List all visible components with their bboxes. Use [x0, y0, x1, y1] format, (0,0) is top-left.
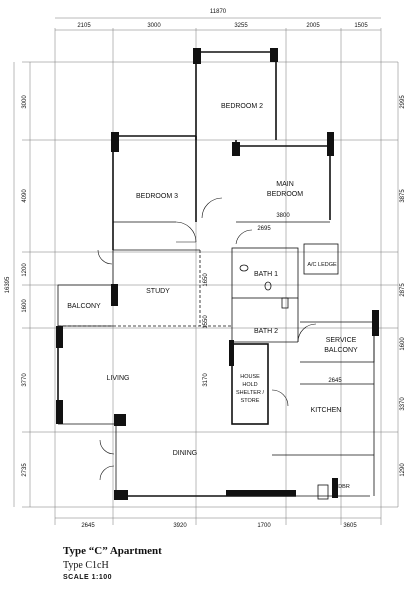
- room-household-line3: SHELTER /: [236, 390, 264, 396]
- dim-inner-1650: 1650: [203, 273, 209, 287]
- walls: [57, 51, 375, 497]
- room-household-line1: HOUSE: [240, 374, 260, 380]
- columns: [56, 48, 379, 500]
- dim-inner-3170: 3170: [203, 373, 209, 387]
- dim-left-4: 1600: [22, 299, 28, 313]
- dim-left-2: 4090: [22, 189, 28, 203]
- doors: [97, 197, 317, 481]
- apartment-type-title: Type “C” Apartment: [63, 545, 162, 557]
- room-main-bedroom-line1: MAIN: [276, 181, 294, 188]
- room-bedroom-2: BEDROOM 2: [221, 103, 263, 110]
- dim-bottom-1: 2645: [81, 523, 95, 529]
- apartment-type-code: Type C1cH: [63, 560, 109, 571]
- room-main-bedroom-line2: BEDROOM: [267, 191, 303, 198]
- dim-right-5: 3370: [400, 397, 406, 411]
- room-dbr: DBR: [338, 484, 350, 490]
- dim-inner-1550: 1550: [203, 315, 209, 329]
- grid-lines: [13, 17, 399, 525]
- dim-inner-2695: 2695: [257, 226, 271, 232]
- room-bath-2: BATH 2: [254, 328, 278, 335]
- dim-inner-3800: 3800: [276, 213, 290, 219]
- room-dining: DINING: [173, 450, 198, 457]
- room-study: STUDY: [146, 288, 170, 295]
- dim-left-6: 2735: [22, 463, 28, 477]
- dim-top-4: 2005: [306, 23, 320, 29]
- fixtures: [239, 264, 329, 500]
- dim-overall-height: 16395: [5, 276, 11, 293]
- room-living: LIVING: [107, 375, 130, 382]
- room-kitchen: KITCHEN: [311, 407, 342, 414]
- dim-left-5: 3770: [22, 373, 28, 387]
- drawing-scale: SCALE 1:100: [63, 574, 113, 581]
- room-balcony: BALCONY: [67, 303, 101, 310]
- dim-bottom-2: 3920: [173, 523, 187, 529]
- room-household-line2: HOLD: [242, 382, 257, 388]
- dim-inner-2645: 2645: [328, 378, 342, 384]
- dim-left-3: 1200: [22, 263, 28, 277]
- room-bedroom-3: BEDROOM 3: [136, 193, 178, 200]
- dim-top-1: 2105: [77, 23, 91, 29]
- room-aircon-ledge: A/C LEDGE: [307, 262, 337, 268]
- dim-top-2: 3000: [147, 23, 161, 29]
- dim-top-5: 1505: [354, 23, 368, 29]
- room-service-balcony-line2: BALCONY: [324, 347, 358, 354]
- dim-right-6: 1290: [400, 463, 406, 477]
- room-household-line4: STORE: [241, 398, 260, 404]
- dim-top-3: 3255: [234, 23, 248, 29]
- room-service-balcony-line1: SERVICE: [326, 337, 357, 344]
- dim-right-1: 2995: [400, 95, 406, 109]
- dim-left-1: 3000: [22, 95, 28, 109]
- dim-bottom-4: 3605: [343, 523, 357, 529]
- dim-right-3: 2875: [400, 283, 406, 297]
- dim-right-2: 3875: [400, 189, 406, 203]
- dim-bottom-3: 1700: [257, 523, 271, 529]
- dim-right-4: 1600: [400, 337, 406, 351]
- dim-overall-width: 11870: [210, 9, 227, 15]
- room-bath-1: BATH 1: [254, 271, 278, 278]
